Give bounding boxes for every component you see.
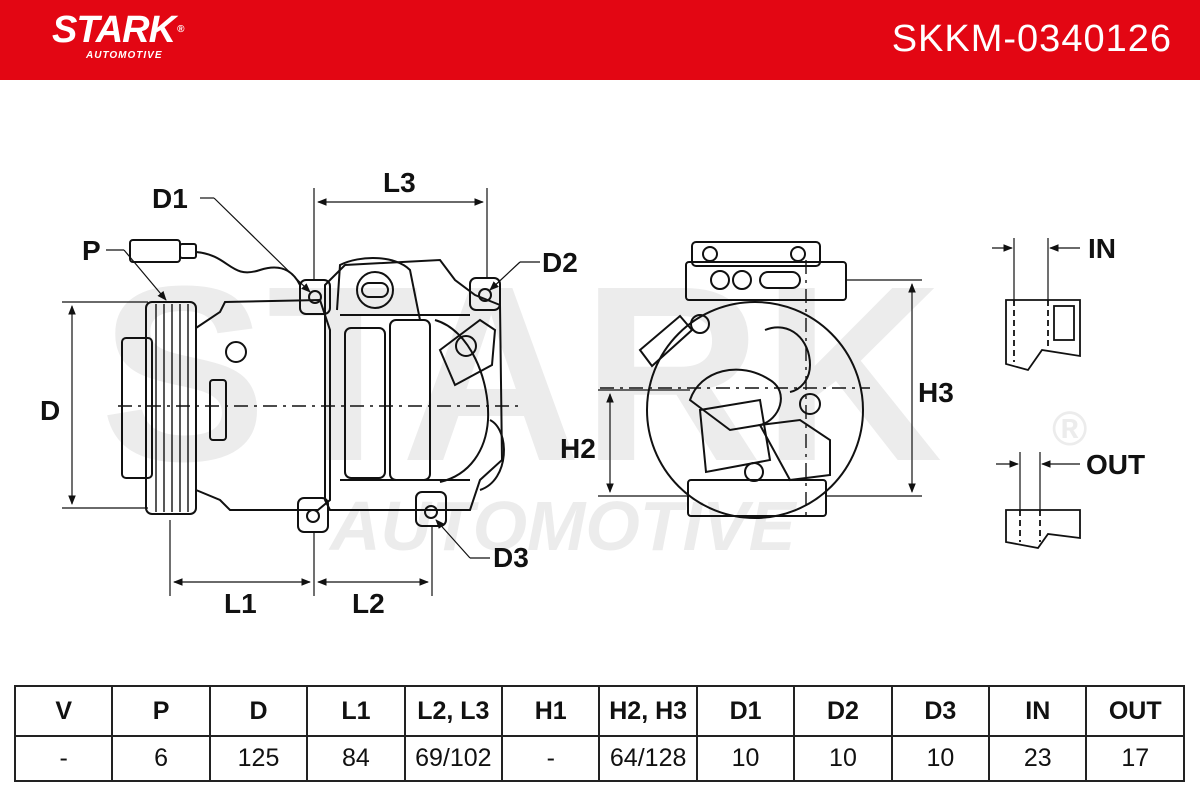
- spec-value-cell: 84: [306, 735, 406, 782]
- specification-table: V P D L1 L2, L3 H1 H2, H3 D1 D2 D3 IN OU…: [13, 685, 1185, 782]
- watermark-name: STARK: [100, 234, 943, 513]
- label-l1: L1: [224, 588, 257, 619]
- spec-header-cell: D3: [890, 685, 991, 737]
- port-labels: IN OUT: [1086, 233, 1145, 480]
- out-port-detail: [1005, 509, 1081, 549]
- brand-subtitle: AUTOMOTIVE: [86, 50, 163, 61]
- spec-header-cell: L2, L3: [403, 685, 504, 737]
- main-body: [324, 258, 504, 511]
- spec-header-cell: V: [13, 685, 114, 737]
- watermark-sub: AUTOMOTIVE: [328, 487, 798, 565]
- front-view-dimensions: [598, 279, 922, 497]
- brand-name: STARK: [52, 9, 176, 51]
- label-h2: H2: [560, 433, 596, 464]
- label-l3: L3: [383, 167, 416, 198]
- brand-registered-mark: ®: [177, 24, 184, 35]
- side-view-labels: P D D1 L3 D2 D3 L1 L2: [40, 167, 578, 619]
- front-body-circle: [646, 301, 864, 519]
- watermark-mark: ®: [1052, 403, 1087, 456]
- label-d1: D1: [152, 183, 188, 214]
- compressor-side-view: [118, 239, 520, 533]
- part-number: SKKM-0340126: [891, 18, 1172, 60]
- spec-header-cell: OUT: [1085, 685, 1185, 737]
- header-bar: STARK® AUTOMOTIVE SKKM-0340126: [0, 0, 1200, 80]
- spec-value-cell: 23: [988, 735, 1088, 782]
- spec-value-cell: 10: [695, 735, 796, 782]
- label-d2: D2: [542, 247, 578, 278]
- spec-value-cell: 69/102: [403, 735, 504, 782]
- spec-value-cell: 64/128: [598, 735, 698, 782]
- spec-value-cell: 10: [793, 735, 893, 782]
- spec-header-cell: H1: [501, 685, 601, 737]
- label-h3: H3: [918, 377, 954, 408]
- label-out: OUT: [1086, 449, 1145, 480]
- spec-header-cell: D2: [793, 685, 893, 737]
- front-view-labels: H2 H3: [560, 377, 954, 464]
- in-port-detail: [1005, 299, 1081, 372]
- spec-header-cell: D1: [695, 685, 796, 737]
- spec-value-cell: 125: [208, 735, 309, 782]
- spec-value-cell: 10: [890, 735, 991, 782]
- side-view-dimensions: [62, 188, 540, 596]
- technical-drawing: STARK AUTOMOTIVE ®: [40, 167, 1145, 619]
- spec-header-cell: IN: [988, 685, 1088, 737]
- watermark: STARK AUTOMOTIVE ®: [100, 234, 1087, 565]
- pulley-hub: [121, 337, 153, 479]
- port-details: [992, 238, 1081, 549]
- label-p: P: [82, 235, 101, 266]
- spec-value-cell: 6: [111, 735, 211, 782]
- compressor-front-view: [600, 241, 870, 520]
- front-connector: [638, 314, 694, 368]
- front-housing: [195, 298, 331, 511]
- spec-header-row: V P D L1 L2, L3 H1 H2, H3 D1 D2 D3 IN OU…: [13, 685, 1185, 737]
- spec-value-row: - 6 125 84 69/102 - 64/128 10 10 10 23 1…: [13, 735, 1185, 782]
- spec-header-cell: H2, H3: [598, 685, 698, 737]
- spec-value-cell: -: [13, 735, 114, 782]
- brand-logo: STARK®: [52, 8, 185, 52]
- spec-header-cell: L1: [306, 685, 406, 737]
- spec-value-cell: 17: [1085, 735, 1185, 782]
- spec-value-cell: -: [501, 735, 601, 782]
- spec-header-cell: D: [208, 685, 309, 737]
- label-d3: D3: [493, 542, 529, 573]
- spec-header-cell: P: [111, 685, 211, 737]
- label-l2: L2: [352, 588, 385, 619]
- label-in: IN: [1088, 233, 1116, 264]
- top-manifold: [685, 261, 847, 301]
- label-d: D: [40, 395, 60, 426]
